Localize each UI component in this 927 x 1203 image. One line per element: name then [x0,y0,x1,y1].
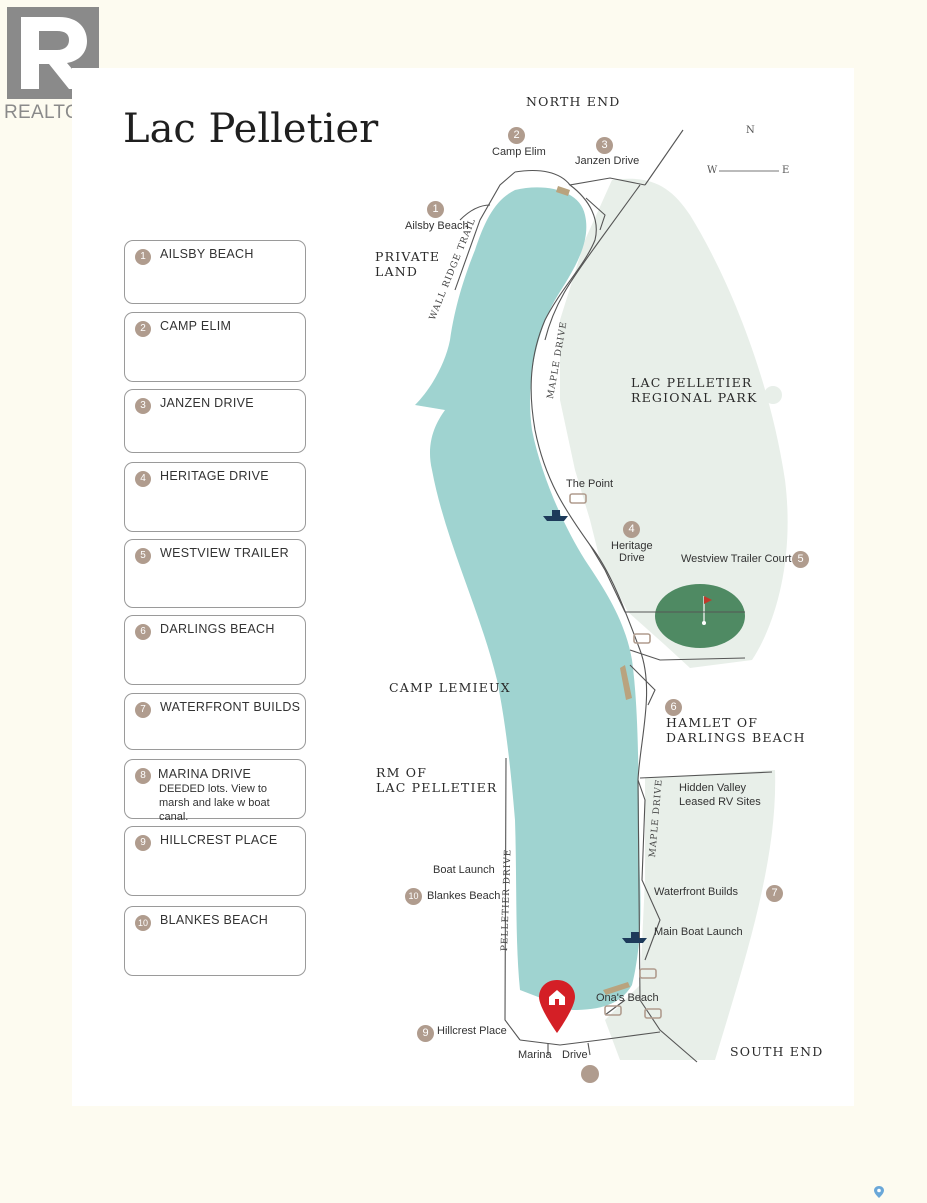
regional-park-area [560,178,788,669]
camp-elim-label: Camp Elim [492,146,546,158]
compass-east: E [782,165,790,176]
legend-item-waterfront-builds: 7 WATERFRONT BUILDS [124,693,306,750]
private-land-label-1: PRIVATE [375,249,441,264]
legend-item-heritage-drive: 4 HERITAGE DRIVE [124,462,306,532]
legend-label: MARINA DRIVE [158,767,252,781]
north-end-label: NORTH END [526,94,621,109]
legend-number: 5 [135,548,151,564]
heritage-drive-label-1: Heritage [611,540,653,552]
legend-number: 7 [135,702,151,718]
legend-item-marina-drive: 8 MARINA DRIVE DEEDED lots. View to mars… [124,759,306,823]
westview-trailer-marker[interactable]: 5 [792,551,809,568]
lake-water [415,187,641,1010]
page-title: Lac Pelletier [123,106,379,152]
hillcrest-place-label: Hillcrest Place [437,1025,507,1037]
legend-label: WESTVIEW TRAILER [160,546,289,560]
legend-number: 2 [135,321,151,337]
heritage-drive-marker[interactable]: 4 [623,521,640,538]
legend-item-janzen-drive: 3 JANZEN DRIVE [124,389,306,453]
legend-label: WATERFRONT BUILDS [160,700,301,714]
hamlet-label-1: HAMLET OF [666,715,759,730]
hillcrest-place-marker[interactable]: 9 [417,1025,434,1042]
camp-elim-marker[interactable]: 2 [508,127,525,144]
onas-beach-label: Ona's Beach [596,992,659,1004]
legend-item-camp-elim: 2 CAMP ELIM [124,312,306,382]
legend-number: 1 [135,249,151,265]
boat-icon [622,932,647,943]
marina-label: Marina [518,1049,552,1061]
legend-label: DARLINGS BEACH [160,622,275,636]
legend-item-blankes-beach: 10 BLANKES BEACH [124,906,306,976]
main-boat-launch-label: Main Boat Launch [654,926,743,938]
legend-number: 6 [135,624,151,640]
blankes-beach-marker[interactable]: 10 [405,888,422,905]
home-location-pin-icon[interactable] [537,978,577,1038]
rm-label-2: LAC PELLETIER [376,780,498,795]
legend-number: 4 [135,471,151,487]
compass-north: N [746,125,755,136]
compass-west: W [707,165,718,176]
legend-description: DEEDED lots. View to marsh and lake w bo… [159,783,270,823]
regional-park-label-1: LAC PELLETIER [631,375,753,390]
legend-label: CAMP ELIM [160,319,232,333]
hamlet-label-2: DARLINGS BEACH [666,730,806,745]
legend-label: HILLCREST PLACE [160,833,278,847]
regional-park-label-2: REGIONAL PARK [631,390,758,405]
darlings-beach-marker[interactable]: 6 [665,699,682,716]
ailsby-beach-marker[interactable]: 1 [427,201,444,218]
south-park-area [605,770,776,1060]
legend-number: 3 [135,398,151,414]
legend-number: 8 [135,768,151,784]
legend-item-hillcrest-place: 9 HILLCREST PLACE [124,826,306,896]
map-pin-icon[interactable] [874,1185,884,1198]
hidden-valley-label-2: Leased RV Sites [679,796,761,808]
boat-icon [543,510,568,521]
waterfront-builds-marker[interactable]: 7 [766,885,783,902]
waterfront-builds-label: Waterfront Builds [654,886,738,898]
blankes-beach-label: Blankes Beach [427,890,501,902]
legend-item-darlings-beach: 6 DARLINGS BEACH [124,615,306,685]
the-point-label: The Point [566,478,614,490]
legend-label: HERITAGE DRIVE [160,469,269,483]
legend-number: 10 [135,915,151,931]
golf-course [655,584,745,648]
private-land-label-2: LAND [375,264,419,279]
rm-label-1: RM OF [376,765,428,780]
hidden-valley-label-1: Hidden Valley [679,782,747,794]
south-end-label: SOUTH END [730,1044,824,1059]
legend-item-westview-trailer: 5 WESTVIEW TRAILER [124,539,306,608]
legend-number: 9 [135,835,151,851]
drive-label: Drive [562,1049,588,1061]
heritage-drive-label-2: Drive [619,552,645,564]
boat-launch-label: Boat Launch [433,864,495,876]
westview-trailer-label: Westview Trailer Court [681,553,792,565]
legend-label: BLANKES BEACH [160,913,269,927]
janzen-drive-label: Janzen Drive [575,155,640,167]
ailsby-beach-label: Ailsby Beach [405,220,469,232]
legend-label: AILSBY BEACH [160,247,254,261]
camp-lemieux-label: CAMP LEMIEUX [389,680,511,695]
legend-label: JANZEN DRIVE [160,396,254,410]
legend-item-ailsby-beach: 1 AILSBY BEACH [124,240,306,304]
janzen-drive-marker[interactable]: 3 [596,137,613,154]
